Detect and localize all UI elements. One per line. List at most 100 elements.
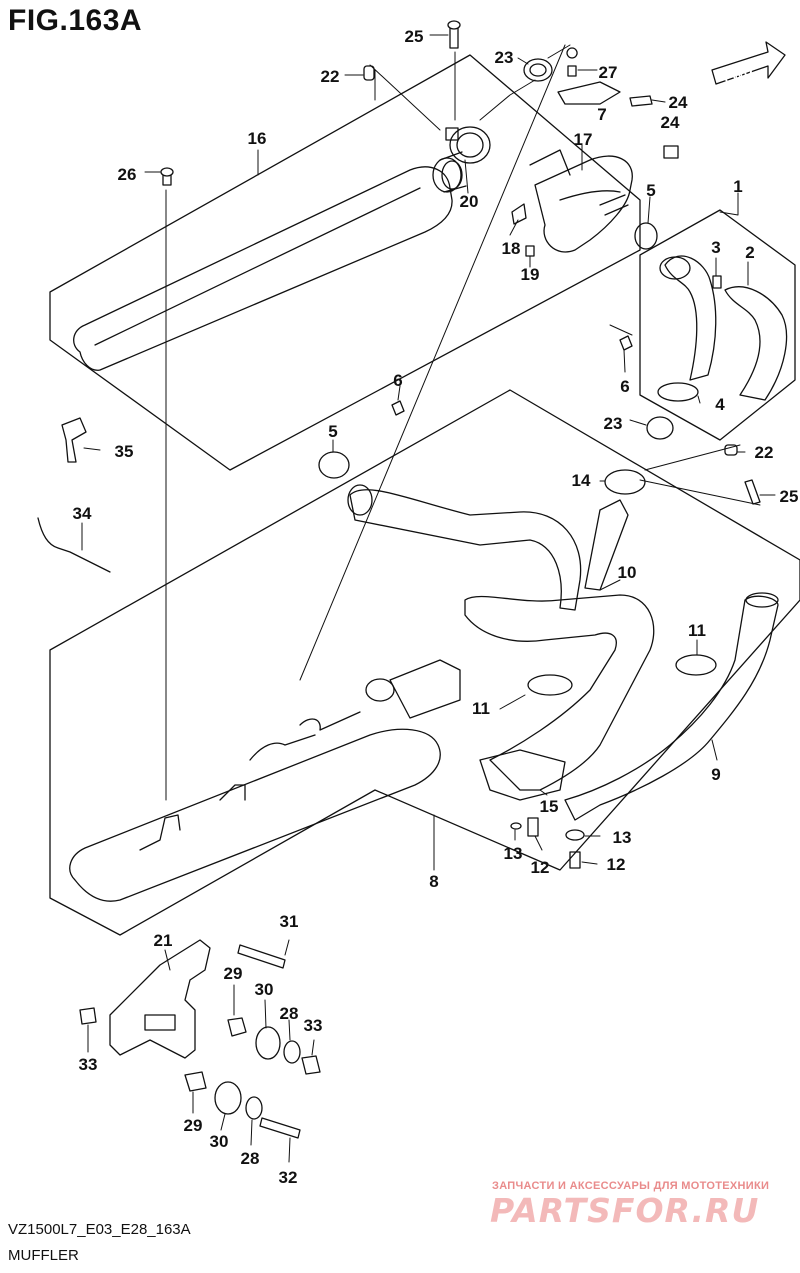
upper-muffler-frame [49,54,641,471]
callout-34: 34 [73,504,92,523]
callout-11: 11 [472,699,490,718]
figure-title: FIG.163A [8,4,143,37]
callout-23: 23 [495,48,514,67]
callout-29: 29 [184,1116,203,1135]
bolt-19 [525,245,535,257]
callout-24: 24 [669,93,688,112]
muffler-bracket-17 [529,149,633,253]
callout-10: 10 [618,563,637,582]
callout-25: 25 [780,487,799,506]
washer-28-upper [283,1040,301,1064]
bracket-21 [109,939,211,1059]
leader-lines [81,34,776,1163]
callout-28: 28 [241,1149,260,1168]
callout-18: 18 [502,239,521,258]
rubber-24b [663,145,679,159]
rubber-24a [629,95,653,107]
callout-22: 22 [321,67,340,86]
diagram-caption: MUFFLER [8,1247,79,1264]
callout-14: 14 [572,471,591,490]
clamp-4 [657,382,699,402]
watermark-logo: PARTSFOR.RU [490,1191,760,1230]
bolt-25-upper [447,20,461,49]
spacer-22-lower [724,444,738,456]
callout-29: 29 [224,964,243,983]
callout-32: 32 [279,1168,298,1187]
clamp-23-upper [523,58,553,82]
bolt-27 [566,47,578,77]
callout-15: 15 [540,797,559,816]
callout-33: 33 [304,1016,323,1035]
callout-4: 4 [715,395,725,414]
bolt-6-b [391,400,405,416]
diagram-code: VZ1500L7_E03_E28_163A [8,1221,191,1238]
callout-27: 27 [599,63,618,82]
nut-33-right [301,1055,321,1075]
collar-29-upper [227,1017,247,1037]
callout-13: 13 [613,828,632,847]
callout-1: 1 [733,177,742,196]
cap-35 [61,417,87,463]
callout-3: 3 [711,238,720,257]
clamp-11-right [675,654,717,676]
callout-31: 31 [280,912,299,931]
upper-muffler [73,151,467,371]
nut-33-left [79,1007,97,1025]
clamp-20 [445,126,491,164]
bracket-18 [511,203,527,225]
lower-muffler-frame [49,389,800,936]
callout-13: 13 [504,844,523,863]
exhaust-pipe-9 [564,592,779,821]
callout-12: 12 [607,855,626,874]
callout-26: 26 [118,165,137,184]
fwd-label: FWD [722,63,755,86]
callout-30: 30 [255,980,274,999]
heat-shield-15 [479,749,566,801]
front-pipe-3 [659,255,717,381]
rubber-30-lower [214,1081,242,1115]
callout-24: 24 [661,113,680,132]
gasket-3 [712,275,722,289]
spacer-22-upper [363,65,375,81]
callout-6: 6 [393,371,402,390]
washer-13-left [510,822,522,830]
callout-23: 23 [604,414,623,433]
watermark-subtitle: ЗАПЧАСТИ И АКСЕССУАРЫ ДЛЯ МОТОТЕХНИКИ [492,1180,770,1192]
callout-33: 33 [79,1055,98,1074]
bolt-31 [237,944,286,969]
exhaust-pipe-10 [347,484,655,791]
washer-28-lower [245,1096,263,1120]
callout-21: 21 [154,931,173,950]
callout-20: 20 [460,192,479,211]
bolt-25-lower [744,479,761,505]
clamp-11-left [527,674,573,696]
bracket-7 [557,81,621,105]
callout-22: 22 [755,443,774,462]
callout-25: 25 [405,27,424,46]
callout-28: 28 [280,1004,299,1023]
callout-6: 6 [620,377,629,396]
bolt-26 [160,167,174,186]
washer-13-right [565,829,585,841]
callout-5: 5 [646,181,655,200]
callout-7: 7 [597,105,606,124]
rubber-30-upper [255,1026,281,1060]
bolt-12-right [569,851,581,869]
fwd-arrow [711,41,786,85]
callout-5: 5 [328,422,337,441]
collar-29-lower [184,1071,207,1092]
bolt-6-a [619,335,633,351]
callout-16: 16 [248,129,267,148]
gasket-5-upper [634,222,658,250]
callout-19: 19 [521,265,540,284]
callout-17: 17 [574,130,593,149]
callout-11: 11 [688,621,706,640]
clamp-14 [604,469,646,495]
lower-muffler [69,659,461,902]
o2-sensor-34 [37,517,111,573]
callout-35: 35 [115,442,134,461]
clamp-23-lower [646,416,674,440]
